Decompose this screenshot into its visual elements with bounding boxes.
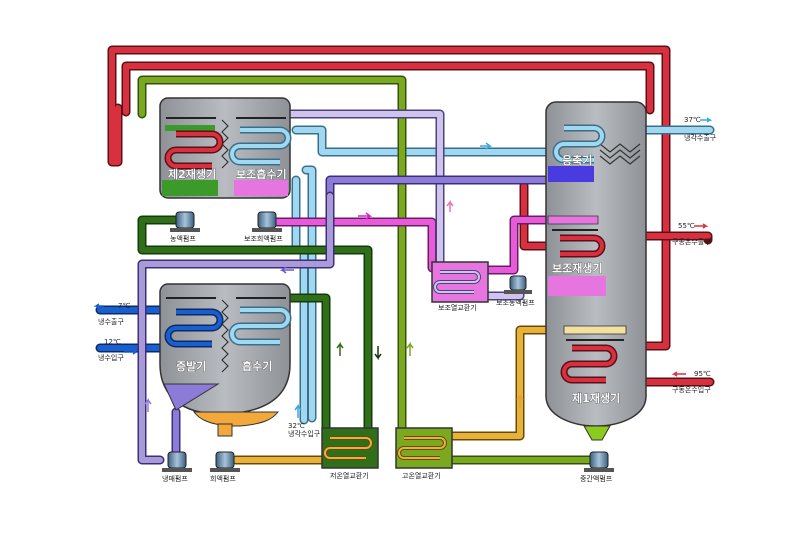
aux-regenerator-label: 보조재생기 [552,261,603,275]
first-generator-tower: 응축기 보조재생기 제1재생기 [545,101,647,441]
chilled-in-label: 냉수입구 [98,353,124,362]
flow-arrows [144,142,524,418]
cooling-out-temp: 37℃ [684,116,701,124]
condenser-label: 응축기 [562,153,592,167]
aux-conc-pump-label: 보조농액펌프 [496,298,535,307]
intermediate-pump-label: 중간액펌프 [580,474,613,483]
first-generator-label: 제1재생기 [572,391,620,405]
aux-dilute-pump-icon: 보조희액펌프 [244,211,283,243]
aux-absorber-label: 보조흡수기 [236,167,287,181]
evaporator-absorber-vessel: 증발기 흡수기 [159,283,292,437]
absorber-label: 흡수기 [242,359,272,373]
aux-heat-exchanger: 보조열교환기 [431,261,489,312]
dilute-pump-icon: 희액펌프 [210,451,240,483]
refrigerant-pump-icon: 냉매펌프 [162,451,192,483]
chilled-out-temp: 7℃ [118,302,130,310]
solution-pump-icon: 농액펌프 [170,211,200,243]
refrigerant-pump-label: 냉매펌프 [162,474,188,483]
cooling-in-temp: 32℃ [288,422,305,430]
solution-pump-label: 농액펌프 [170,234,196,243]
aux-dilute-pump-label: 보조희액펌프 [244,234,283,243]
aux-conc-pump-icon: 보조농액펌프 [496,275,535,307]
second-generator-label: 제2재생기 [168,167,216,181]
low-temp-hx-label: 저온열교환기 [330,471,369,480]
aux-hx-label: 보조열교환기 [438,303,477,312]
evaporator-label: 증발기 [176,359,206,373]
dilute-pump-label: 희액펌프 [210,474,236,483]
high-temp-hx-label: 고온열교환기 [402,471,441,480]
second-generator-vessel: 제2재생기 보조흡수기 [159,97,292,199]
intermediate-pump-icon: 중간액펌프 [580,451,614,483]
drive-in-label: 구동온수입구 [672,386,711,394]
chilled-out-label: 냉수출구 [98,317,124,326]
cooling-out-label: 냉각수출구 [684,133,717,142]
chilled-in-temp: 12℃ [104,338,121,346]
cooling-in-label: 냉각수입구 [288,429,321,438]
port-labels: 7℃ 냉수출구 12℃ 냉수입구 32℃ 냉각수입구 37℃ 냉각수출구 55℃… [93,116,717,438]
low-temp-heat-exchanger: 저온열교환기 [321,427,379,480]
drive-out-temp: 55℃ [678,222,695,230]
high-temp-heat-exchanger: 고온열교환기 [395,427,453,480]
drive-out-label: 구동온수출구 [672,237,711,246]
drive-in-temp: 95℃ [694,370,711,378]
